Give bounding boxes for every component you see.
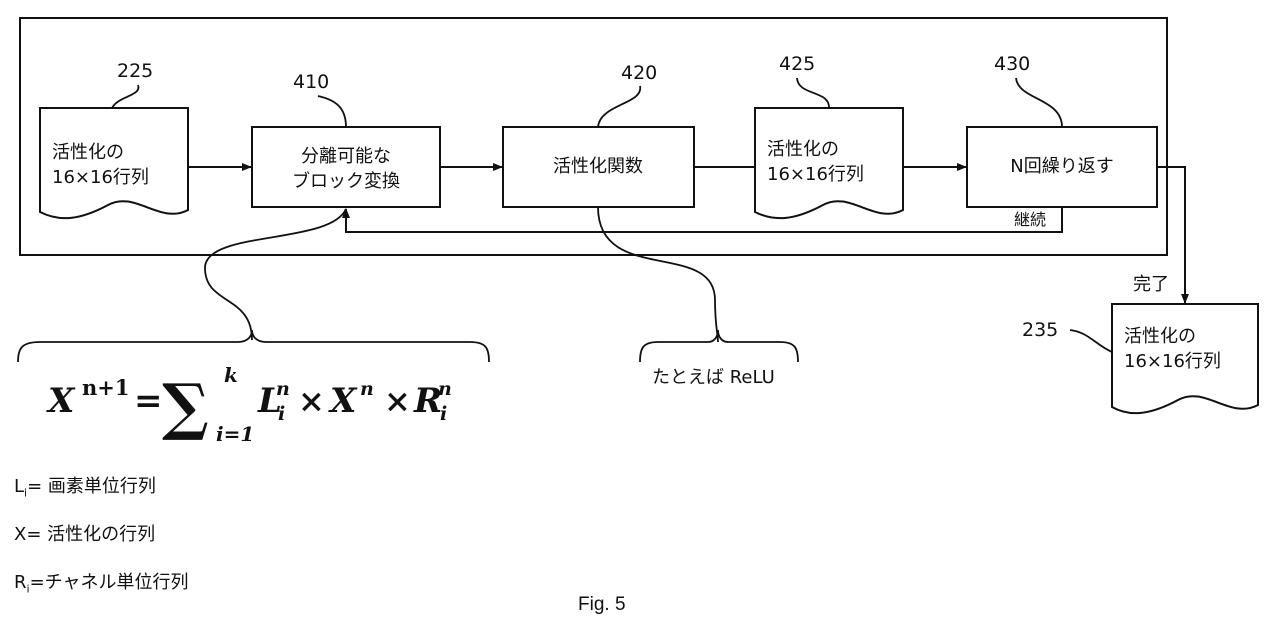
block-transform-box	[251, 126, 441, 208]
input-document-line1: 活性化の	[52, 142, 124, 163]
formula-term1-sup: n	[276, 378, 290, 400]
formula-term3-sup: n	[438, 378, 452, 400]
intermediate-document-shape	[754, 107, 904, 220]
done-label: 完了	[1133, 274, 1169, 295]
formula-term3-base: R	[413, 381, 442, 421]
formula-term3-sub: i	[440, 403, 447, 425]
legend-r-base: R	[14, 572, 27, 593]
formula-times1: ×	[298, 382, 325, 420]
relu-note: たとえば ReLU	[652, 367, 775, 388]
legend-r-sub: i	[26, 582, 30, 596]
formula-lhs-sup: n+1	[82, 375, 129, 400]
legend-l: Li= 画素単位行列	[14, 472, 156, 500]
ref-425: 425	[779, 53, 815, 75]
formula-term1-sub: i	[278, 403, 285, 425]
formula-brace	[17, 329, 490, 363]
activation-function-label: 活性化関数	[553, 156, 643, 177]
formula-lower: i=1	[216, 422, 254, 446]
leader-activation-to-relu	[597, 206, 719, 343]
leader-225	[111, 84, 140, 109]
formula-lhs-base: X	[46, 381, 76, 421]
input-document-line2: 16×16行列	[52, 167, 149, 188]
legend-r-text: =チャネル単位行列	[29, 572, 189, 593]
block-transform-line1: 分離可能な	[301, 146, 391, 167]
block-transform-line2: ブロック変換	[292, 170, 400, 192]
legend-r: Ri=チャネル単位行列	[14, 568, 188, 596]
continue-loop-arrow	[342, 207, 1063, 233]
output-document-shape	[1111, 303, 1259, 415]
separable-transform-formula: X n+1 = ∑ k i=1 L n i × X n × R n i	[46, 363, 452, 446]
done-arrow	[1157, 166, 1189, 304]
continue-label: 継続	[1014, 210, 1046, 229]
formula-times2: ×	[384, 382, 411, 420]
ref-420: 420	[621, 62, 657, 84]
output-document-line2: 16×16行列	[1124, 351, 1221, 372]
output-document-line1: 活性化の	[1124, 326, 1196, 347]
input-document-shape	[39, 107, 189, 220]
intermediate-document-line1: 活性化の	[767, 139, 839, 160]
outer-frame	[19, 17, 1168, 256]
ref-235: 235	[1022, 319, 1058, 341]
leader-transform-to-formula	[204, 208, 347, 341]
repeat-box-label: N回繰り返す	[1010, 156, 1113, 177]
ref-225: 225	[117, 60, 153, 82]
figure-label: Fig. 5	[578, 594, 626, 615]
formula-sigma: ∑	[162, 370, 209, 443]
ref-430: 430	[994, 53, 1030, 75]
legend-x: X= 活性化の行列	[14, 520, 155, 546]
ref-410: 410	[293, 71, 329, 93]
legend-x-text: X= 活性化の行列	[14, 524, 156, 545]
legend-l-text: = 画素単位行列	[27, 476, 156, 497]
formula-term2-base: X	[328, 381, 358, 421]
formula-term1-base: L	[257, 381, 282, 421]
formula-term2-sup: n	[360, 378, 374, 400]
intermediate-document-line2: 16×16行列	[767, 164, 864, 185]
formula-equals: =	[134, 381, 163, 421]
legend-l-sub: i	[24, 486, 28, 500]
leader-425	[796, 77, 830, 109]
leader-430	[1015, 77, 1063, 128]
leader-235	[1069, 329, 1113, 353]
legend-l-base: L	[14, 476, 25, 497]
leader-420	[597, 85, 641, 128]
formula-upper: k	[224, 363, 238, 387]
relu-brace	[639, 329, 799, 363]
leader-410	[317, 95, 347, 128]
